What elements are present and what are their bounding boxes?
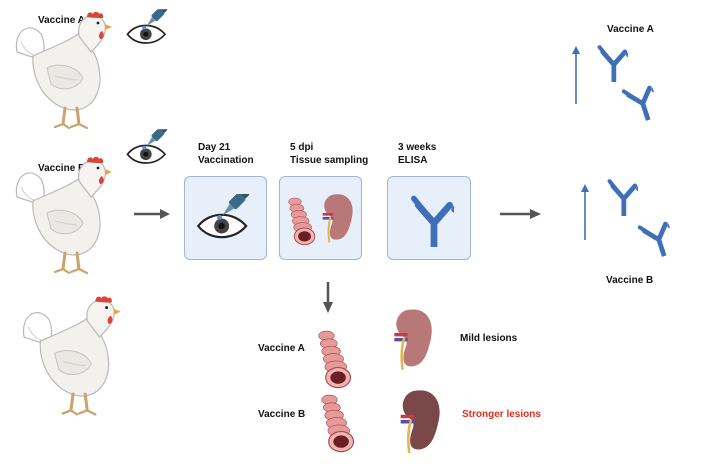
- step-1-line1: Day 21: [198, 142, 231, 153]
- antibody-icon-a-2: [616, 76, 661, 126]
- step-1-line2: Vaccination: [198, 155, 254, 166]
- step-2-line1: 5 dpi: [290, 142, 314, 153]
- lesion-row-b-label: Vaccine B: [258, 409, 306, 420]
- chicken-a-illustration: [10, 12, 122, 137]
- antibody-icon-b-2: [632, 212, 677, 262]
- arrow-right-icon: [500, 209, 541, 219]
- step-2-line2: Tissue sampling: [290, 155, 369, 166]
- antibody-label-vaccine-b: Vaccine B: [606, 275, 654, 286]
- arrow-right-icon: [134, 209, 170, 219]
- step-3-title: 3 weeks ELISA: [398, 141, 436, 167]
- arrow-down-icon: [323, 282, 333, 313]
- lesion-row-b-result: Stronger lesions: [462, 409, 541, 420]
- step-3-line1: 3 weeks: [398, 142, 437, 153]
- chicken-b-illustration: [10, 157, 122, 282]
- trachea-icon-b: [318, 392, 358, 454]
- antibody-icon-a-1: [594, 40, 628, 82]
- trachea-icon: [286, 195, 318, 247]
- kidney-icon-b: [392, 382, 444, 458]
- lesion-row-a-label: Vaccine A: [258, 343, 305, 354]
- antibody-icon: [406, 189, 454, 247]
- kidney-icon-a: [386, 302, 436, 374]
- eye-drop-icon-b: [125, 120, 175, 176]
- increase-arrow-icon-b: [581, 184, 589, 240]
- step-1-title: Day 21 Vaccination: [198, 141, 254, 167]
- group-label-vaccine-a: Vaccine A: [38, 15, 85, 26]
- antibody-label-vaccine-a: Vaccine A: [607, 24, 654, 35]
- kidney-icon: [316, 187, 356, 247]
- eye-drop-icon-a: [125, 6, 175, 50]
- antibody-icon-b-1: [604, 174, 638, 216]
- eye-drop-icon: [195, 185, 259, 251]
- step-3-line2: ELISA: [398, 155, 428, 166]
- trachea-icon-a: [315, 328, 355, 390]
- step-3-panel-elisa: [387, 176, 471, 260]
- group-label-vaccine-b: Vaccine B: [38, 163, 86, 174]
- chicken-control-illustration: [18, 296, 130, 424]
- step-2-panel-tissue-sampling: [279, 176, 362, 260]
- step-1-panel-vaccination: [184, 176, 267, 260]
- increase-arrow-icon-a: [572, 46, 580, 104]
- step-2-title: 5 dpi Tissue sampling: [290, 141, 368, 167]
- lesion-row-a-result: Mild lesions: [460, 333, 518, 344]
